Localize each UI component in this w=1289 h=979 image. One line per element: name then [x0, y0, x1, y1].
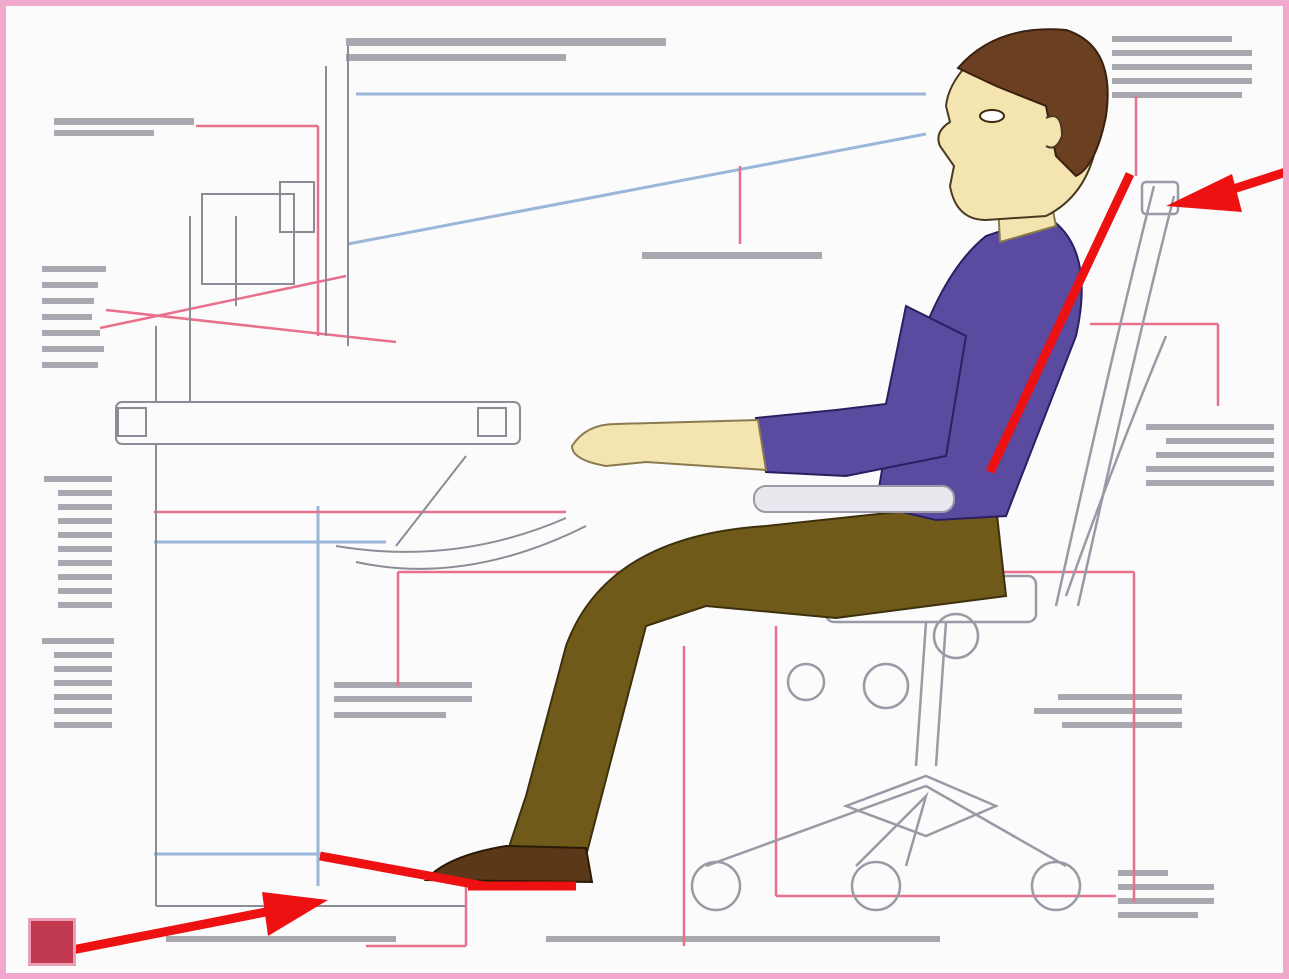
caption-bottom-left — [166, 936, 396, 942]
desk-top — [116, 402, 520, 444]
caption-left-middle — [44, 476, 112, 482]
footrest-arrow — [72, 910, 276, 950]
chair-base — [706, 786, 1066, 866]
caption-top-right — [1112, 36, 1232, 42]
caption-right-middle — [1146, 424, 1274, 430]
monitor-desk-structure — [116, 46, 586, 906]
chair-wheel — [692, 862, 740, 910]
page-number-badge — [28, 918, 76, 966]
caption-bottom-right — [1118, 870, 1168, 876]
ear — [1046, 116, 1062, 148]
trousers — [506, 506, 1006, 856]
caption-left-screen — [42, 266, 106, 272]
sleeve — [756, 306, 966, 476]
caption-top-center — [346, 38, 666, 46]
caption-right-lower — [1058, 694, 1182, 700]
caption-bottom-center — [546, 936, 940, 942]
seated-person — [426, 29, 1108, 882]
footrest-arrowhead — [262, 892, 328, 936]
caption-top-left — [54, 118, 194, 125]
caption-blocks — [42, 36, 1274, 942]
keyboard-tray — [336, 518, 566, 552]
armrest — [754, 486, 954, 512]
forearm — [572, 420, 766, 470]
caption-left-lower — [42, 638, 114, 644]
eye — [980, 110, 1004, 122]
ergonomics-diagram — [6, 6, 1283, 973]
caption-gaze — [642, 252, 822, 259]
caption-knee — [334, 682, 472, 688]
